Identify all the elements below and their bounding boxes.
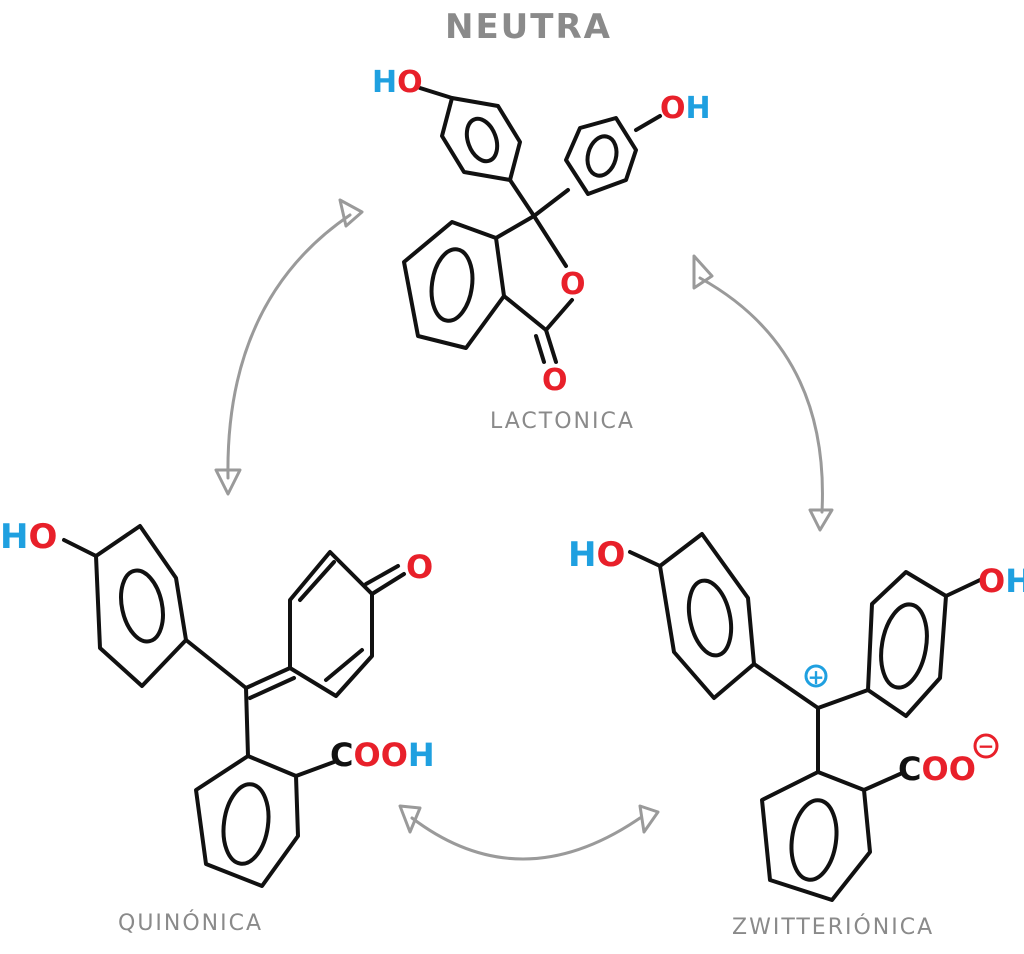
arrow-head <box>214 468 242 496</box>
arrow-head <box>638 804 660 834</box>
arrow-curve <box>698 276 824 514</box>
diagram-title: NEUTRA <box>445 7 612 47</box>
aromatic-circle <box>789 798 839 882</box>
arrow-head <box>808 508 834 532</box>
carbonyl-oxygen: O <box>542 363 568 398</box>
svg-text:HO: HO <box>0 517 57 557</box>
zwitterionica-phenol-ring-left <box>658 532 756 700</box>
svg-text:COOH: COOH <box>330 736 435 774</box>
svg-text:HO: HO <box>568 535 625 575</box>
arrow-head <box>398 804 422 834</box>
oxygen-atom: O <box>596 535 625 575</box>
c-bond <box>244 686 250 758</box>
c-double-bond <box>248 676 296 700</box>
negative-charge: − <box>978 734 995 758</box>
oxygen-atom: O <box>660 91 686 126</box>
zwitterionica-benzene-ring <box>760 770 872 902</box>
arrow-head <box>338 198 364 228</box>
c-bond <box>508 178 536 218</box>
equilibrium-arrow-left <box>214 198 364 496</box>
ho-bond <box>628 550 662 568</box>
hydrogen-atom: H <box>1005 562 1024 600</box>
lactonica-label: LACTONICA <box>490 409 635 434</box>
positive-charge-circle <box>804 664 828 688</box>
c-double-bond <box>244 666 292 690</box>
ring-oxygen: O <box>560 267 586 302</box>
zwitterionica-label: ZWITTERIÓNICA <box>732 914 934 940</box>
c-bond <box>184 638 248 690</box>
c-bond <box>816 688 870 710</box>
quinone-oxygen: O <box>406 548 433 586</box>
oxygen-atom: O <box>978 562 1005 600</box>
hydrogen-atom: H <box>686 91 711 126</box>
carbonyl-bond <box>364 564 400 586</box>
equilibrium-arrow-bottom <box>398 804 660 861</box>
equilibrium-arrow-right <box>692 254 834 532</box>
aromatic-circle <box>119 568 165 644</box>
oxygen-atom: O <box>397 65 423 100</box>
c-bond <box>502 294 548 332</box>
aromatic-circle <box>585 134 619 178</box>
svg-text:OH: OH <box>978 562 1024 600</box>
quinonica-structure: HO O COOH QUINÓNICA <box>0 517 435 936</box>
hydrogen-atom: H <box>0 517 28 557</box>
oxygen-atom: O <box>28 517 57 557</box>
arrow-head <box>692 254 714 290</box>
svg-text:COO: COO <box>898 750 976 788</box>
lactonica-phenol-ring-left <box>440 96 522 182</box>
c-bond <box>752 662 820 710</box>
oxygen-atoms: OO <box>353 736 407 774</box>
lactonica-structure: HO OH O O LACTONICA <box>372 65 711 434</box>
arrow-curve <box>226 213 352 480</box>
hydrogen-atom: H <box>568 535 596 575</box>
acid-bond <box>294 760 336 778</box>
hydrogen-atom: H <box>372 65 397 100</box>
carbonyl-bond <box>370 572 406 596</box>
positive-charge: + <box>808 665 825 689</box>
carbonyl-bond <box>534 334 546 364</box>
hydrogen-atom: H <box>408 736 435 774</box>
negative-charge-circle <box>973 733 999 759</box>
o-c-bond <box>544 298 574 332</box>
zwitterionica-structure: + HO OH COO − ZWITTERIÓNICA <box>568 532 1024 940</box>
c-bond <box>494 214 536 240</box>
aromatic-circle <box>429 247 475 323</box>
carboxylate-bond <box>862 772 902 792</box>
aromatic-circle <box>879 602 929 690</box>
c-bond <box>532 188 570 218</box>
lactonica-benzene-ring <box>402 220 506 350</box>
carbon-atom: C <box>898 750 921 788</box>
oh-bond <box>634 114 662 132</box>
aromatic-circle <box>221 782 271 866</box>
lactonica-phenol-ring-right <box>564 116 638 196</box>
oxygen-atoms: OO <box>921 750 975 788</box>
double-bond-inner <box>298 560 336 602</box>
ho-bond <box>62 538 98 558</box>
double-bond-inner <box>324 648 364 682</box>
quinonica-benzene-ring <box>194 754 300 888</box>
svg-text:HO: HO <box>372 65 423 100</box>
arrow-curve <box>410 816 642 861</box>
zwitterionica-phenol-ring-right <box>866 570 948 718</box>
aromatic-circle <box>686 578 734 658</box>
aromatic-circle <box>464 116 500 164</box>
ho-bond <box>418 86 454 100</box>
oh-bond <box>944 578 982 598</box>
c-o-bond <box>532 214 568 268</box>
quinonica-phenol-ring <box>94 524 188 688</box>
carbonyl-bond <box>544 328 558 364</box>
carbon-atom: C <box>330 736 353 774</box>
svg-text:OH: OH <box>660 91 711 126</box>
quinonica-label: QUINÓNICA <box>118 910 263 936</box>
